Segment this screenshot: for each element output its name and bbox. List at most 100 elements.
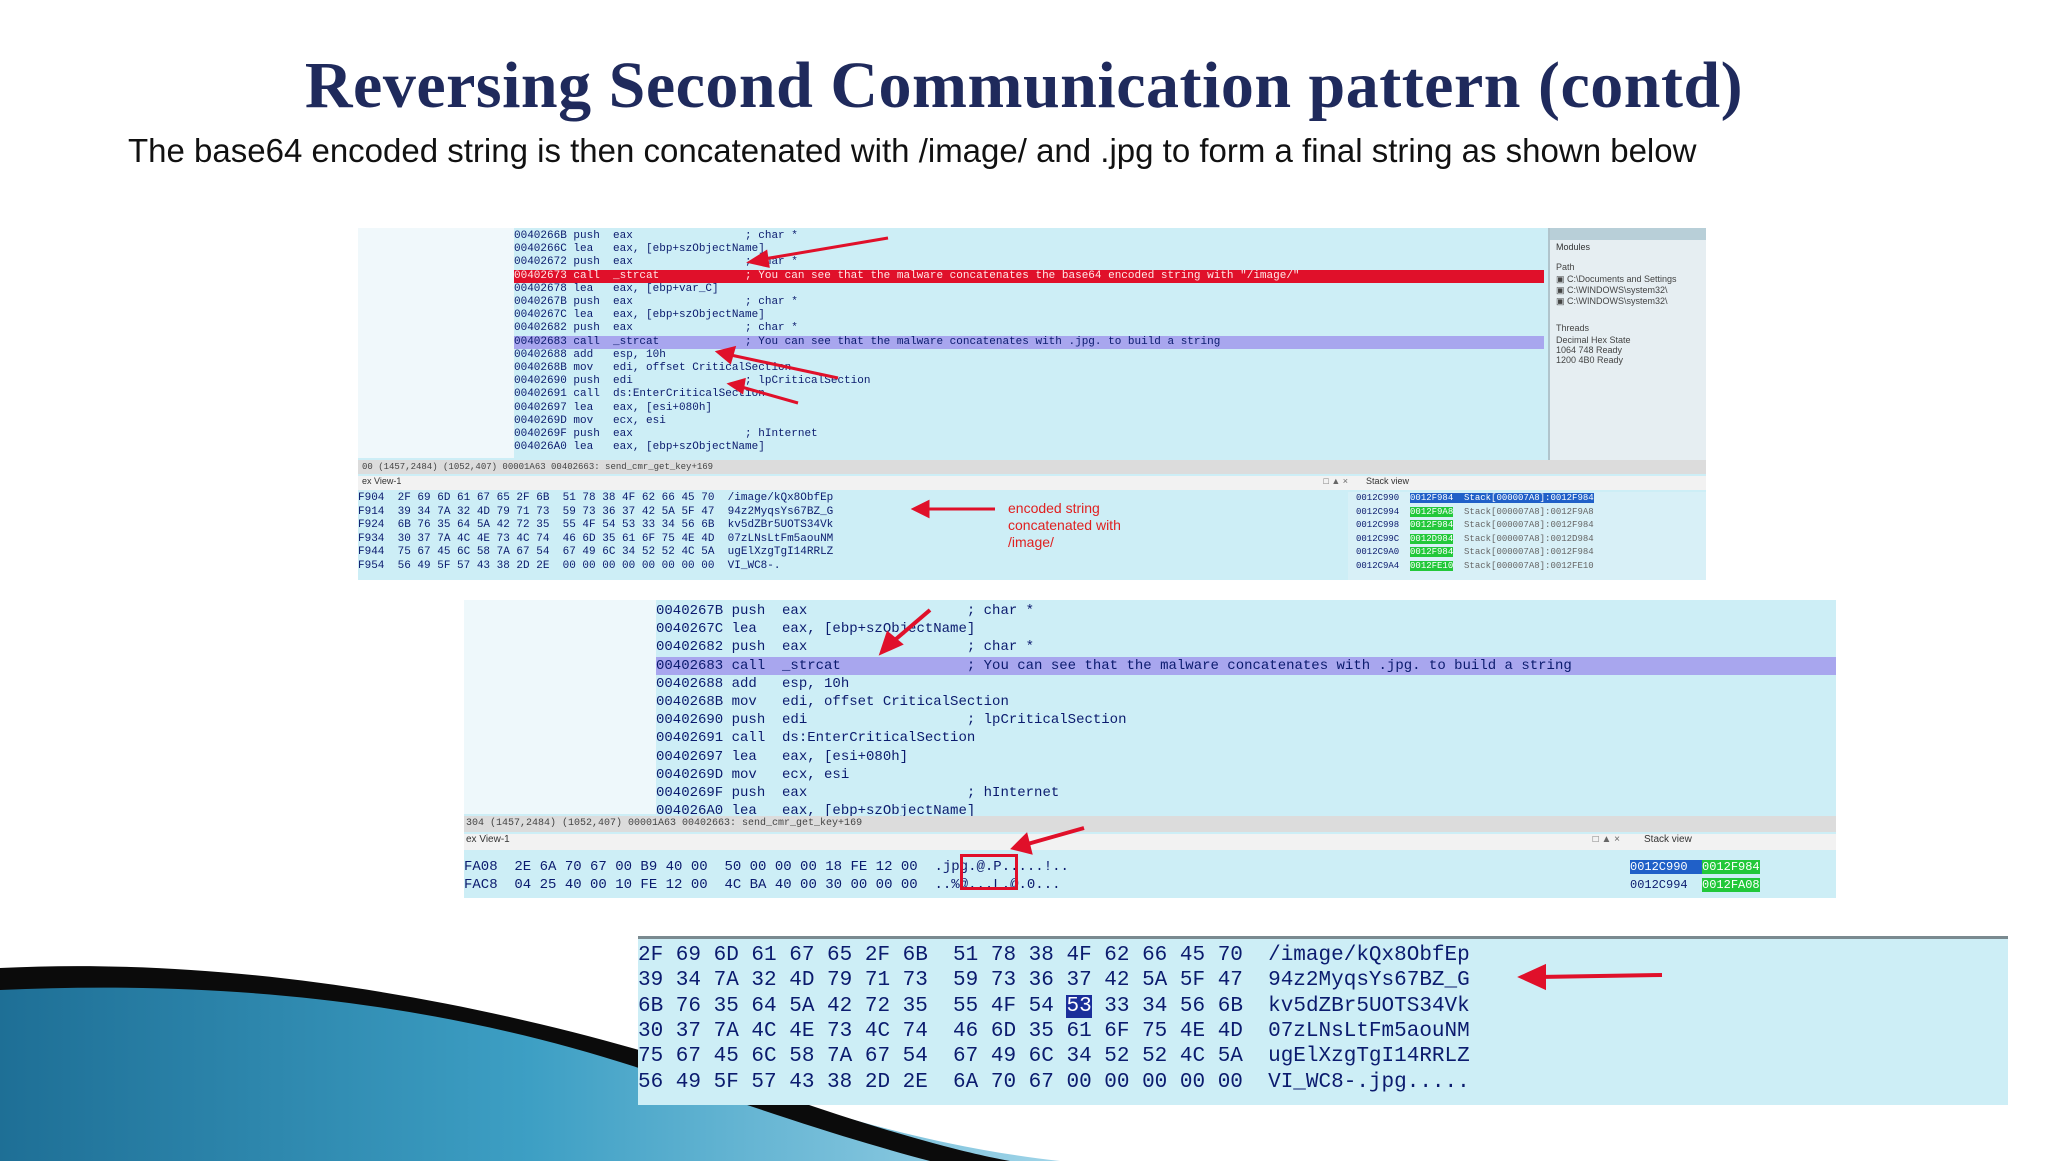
- debugger-screenshot-2: 0040267B push eax ; char * 0040267C lea e…: [464, 600, 1836, 898]
- disasm-line[interactable]: 00402678 lea eax, [ebp+var_C]: [514, 282, 746, 295]
- disasm-line[interactable]: 004026A0 lea eax, [ebp+szObjectName]: [656, 803, 976, 820]
- stack-view-titlebar: Stack view: [1358, 476, 1706, 490]
- hex-row[interactable]: 75 67 45 6C 58 7A 67 54 67 49 6C 34 52 5…: [638, 1045, 1470, 1069]
- hex-row[interactable]: F924 6B 76 35 64 5A 42 72 35 55 4F 54 53…: [358, 519, 834, 531]
- thread-columns: Decimal Hex State: [1556, 335, 1631, 345]
- window-controls-icon[interactable]: □ ▲ ×: [1323, 476, 1348, 486]
- hex-row[interactable]: FA08 2E 6A 70 67 00 B9 40 00 50 00 00 00…: [464, 859, 1069, 875]
- stack-comment: Stack[000007A8]:0012F9A8: [1453, 506, 1594, 517]
- modules-threads-panel[interactable]: Modules Path ▣ C:\Documents and Settings…: [1548, 228, 1706, 460]
- stack-value: 0012FE10: [1410, 560, 1454, 571]
- stack-row[interactable]: 0012C994 0012F9A8 Stack[000007A8]:0012F9…: [1356, 506, 1594, 520]
- encoded-string-annotation: encoded string concatenated with /image/: [1008, 500, 1121, 550]
- hex-dump-view[interactable]: F904 2F 69 6D 61 67 65 2F 6B 51 78 38 4F…: [358, 492, 938, 580]
- disasm-line[interactable]: 00402690 push edi ; lpCriticalSection: [656, 712, 1127, 729]
- module-path[interactable]: ▣ C:\Documents and Settings: [1556, 274, 1677, 284]
- hex-row[interactable]: F904 2F 69 6D 61 67 65 2F 6B 51 78 38 4F…: [358, 492, 834, 504]
- jpg-highlight-box: [960, 854, 1018, 890]
- threads-header: Threads: [1556, 323, 1590, 333]
- disasm-line[interactable]: 0040269F push eax ; hInternet: [656, 785, 1060, 801]
- disasm-line[interactable]: 004026A0 lea eax, [ebp+szObjectName]: [514, 441, 765, 454]
- disasm-line[interactable]: 00402688 add esp, 10h: [514, 348, 746, 361]
- stack-row[interactable]: 0012C99C 0012D984 Stack[000007A8]:0012D9…: [1356, 533, 1594, 547]
- disasm-line[interactable]: 00402688 add esp, 10h: [656, 675, 967, 692]
- disasm-line[interactable]: 00402682 push eax ; char *: [656, 639, 1035, 656]
- disasm-line[interactable]: 0040266C lea eax, [ebp+szObjectName]: [514, 243, 765, 256]
- hex-row[interactable]: FAC8 04 25 40 00 10 FE 12 00 4C BA 40 00…: [464, 877, 1061, 893]
- disasm-gutter-2: [464, 600, 656, 814]
- disasm-line[interactable]: 0040269F push eax ; hInternet: [514, 428, 818, 440]
- stack-value: 0012F984: [1702, 860, 1760, 874]
- status-bar-2: 304 (1457,2484) (1052,407) 00001A63 0040…: [464, 816, 1836, 832]
- hex-row[interactable]: F914 39 34 7A 32 4D 79 71 73 59 73 36 37…: [358, 505, 834, 518]
- stack-address: 0012C994: [1630, 878, 1703, 892]
- stack-value: 0012D984: [1410, 533, 1454, 544]
- thread-row[interactable]: 1200 4B0 Ready: [1556, 355, 1624, 365]
- hex-view-titlebar-2: ex View-1 □ ▲ ×: [464, 834, 1634, 850]
- module-path[interactable]: ▣ C:\WINDOWS\system32\: [1556, 285, 1668, 295]
- hex-dump-view-2[interactable]: FA08 2E 6A 70 67 00 B9 40 00 50 00 00 00…: [464, 858, 1164, 898]
- stack-row[interactable]: 0012C990 0012F984: [1630, 858, 1760, 876]
- disasm-line[interactable]: 0040267C lea eax, [ebp+szObjectName]: [514, 309, 765, 322]
- stack-row[interactable]: 0012C990 0012F984 Stack[000007A8]:0012F9…: [1356, 492, 1594, 506]
- hex-row[interactable]: F934 30 37 7A 4C 4E 73 4C 74 46 6D 35 61…: [358, 532, 834, 545]
- disasm-view-2[interactable]: 0040267B push eax ; char * 0040267C lea e…: [656, 602, 1836, 819]
- selected-byte[interactable]: 53: [1066, 994, 1092, 1018]
- disasm-line[interactable]: 00402691 call ds:EnterCriticalSection: [514, 388, 765, 401]
- hex-row[interactable]: 39 34 7A 32 4D 79 71 73 59 73 36 37 42 5…: [638, 969, 1470, 993]
- status-bar: 00 (1457,2484) (1052,407) 00001A63 00402…: [358, 460, 1706, 474]
- hex-row[interactable]: F954 56 49 5F 57 43 38 2D 2E 00 00 00 00…: [358, 559, 781, 572]
- debugger-screenshot-1: 0040266B push eax ; char *0040266C lea e…: [358, 228, 1706, 580]
- disasm-line[interactable]: 0040267B push eax ; char *: [656, 603, 1035, 619]
- stack-address: 0012C9A0: [1356, 547, 1411, 557]
- slide-title: Reversing Second Communication pattern (…: [304, 49, 1744, 122]
- stack-address: 0012C99C: [1356, 533, 1411, 544]
- hex-bytes: 6B 76 35 64 5A 42 72 35 55 4F 54: [638, 994, 1067, 1018]
- disasm-line[interactable]: 00402673 call _strcat ; You can see that…: [514, 269, 1544, 283]
- stack-comment: Stack[000007A8]:0012F984: [1453, 520, 1594, 530]
- stack-value: 0012F984: [1410, 547, 1454, 557]
- stack-address: 0012C990: [1630, 860, 1703, 874]
- annotation-arrow-3: [1517, 963, 1663, 991]
- disasm-line[interactable]: 00402691 call ds:EnterCriticalSection: [656, 730, 976, 747]
- disasm-view[interactable]: 0040266B push eax ; char *0040266C lea e…: [514, 230, 1544, 458]
- stack-row[interactable]: 0012C9A4 0012FE10 Stack[000007A8]:0012FE…: [1356, 560, 1594, 574]
- stack-row[interactable]: 0012C9A0 0012F984 Stack[000007A8]:0012F9…: [1356, 546, 1594, 560]
- hex-row[interactable]: 56 49 5F 57 43 38 2D 2E 6A 70 67 00 00 0…: [638, 1070, 1470, 1094]
- disasm-line[interactable]: 0040267C lea eax, [ebp+szObjectName]: [656, 621, 976, 638]
- hex-view-title: ex View-1: [362, 476, 402, 486]
- hex-row[interactable]: 2F 69 6D 61 67 65 2F 6B 51 78 38 4F 62 6…: [638, 944, 1470, 967]
- disasm-line[interactable]: 0040267B push eax ; char *: [514, 296, 798, 308]
- stack-row[interactable]: 0012C998 0012F984 Stack[000007A8]:0012F9…: [1356, 519, 1594, 533]
- disasm-line[interactable]: 0040269D mov ecx, esi: [514, 414, 746, 427]
- disasm-line[interactable]: 00402683 call _strcat ; You can see that…: [656, 656, 1836, 675]
- stack-address: 0012C990: [1356, 493, 1411, 503]
- disasm-line[interactable]: 0040266B push eax ; char *: [514, 230, 798, 242]
- hex-view-titlebar: ex View-1 □ ▲ ×: [358, 476, 1358, 490]
- hex-row[interactable]: F944 75 67 45 6C 58 7A 67 54 67 49 6C 34…: [358, 546, 834, 558]
- disasm-line[interactable]: 00402682 push eax ; char *: [514, 322, 798, 335]
- disasm-line[interactable]: 00402683 call _strcat ; You can see that…: [514, 335, 1544, 349]
- hex-dump-zoom[interactable]: 2F 69 6D 61 67 65 2F 6B 51 78 38 4F 62 6…: [638, 936, 2008, 1105]
- thread-row[interactable]: 1064 748 Ready: [1556, 345, 1623, 355]
- disasm-line[interactable]: 00402697 lea eax, [esi+080h]: [656, 748, 967, 765]
- stack-value: 0012FA08: [1702, 878, 1760, 892]
- stack-row[interactable]: 0012C994 0012FA08: [1630, 876, 1760, 894]
- module-path[interactable]: ▣ C:\WINDOWS\system32\: [1556, 296, 1668, 306]
- disasm-line[interactable]: 0040269D mov ecx, esi: [656, 766, 967, 783]
- stack-value: 0012F984: [1410, 520, 1454, 530]
- hex-row[interactable]: 6B 76 35 64 5A 42 72 35 55 4F 54 53 33 3…: [638, 994, 1470, 1019]
- disasm-line[interactable]: 0040268B mov edi, offset CriticalSection: [656, 694, 1009, 710]
- window-controls-icon-2[interactable]: □ ▲ ×: [1592, 834, 1620, 845]
- disasm-line[interactable]: 0040268B mov edi, offset CriticalSection: [514, 362, 792, 374]
- disasm-line[interactable]: 00402690 push edi ; lpCriticalSection: [514, 375, 871, 388]
- stack-address: 0012C9A4: [1356, 560, 1411, 571]
- hex-row[interactable]: 30 37 7A 4C 4E 73 4C 74 46 6D 35 61 6F 7…: [638, 1019, 1470, 1043]
- disasm-line[interactable]: 00402697 lea eax, [esi+080h]: [514, 401, 746, 414]
- stack-view[interactable]: 0012C990 0012F984 Stack[000007A8]:0012F9…: [1348, 492, 1706, 580]
- stack-view-title-2: Stack view: [1644, 834, 1692, 845]
- hex-bytes: 33 34 56 6B kv5dZBr5UOTS34Vk: [1091, 994, 1470, 1018]
- stack-address: 0012C994: [1356, 506, 1411, 517]
